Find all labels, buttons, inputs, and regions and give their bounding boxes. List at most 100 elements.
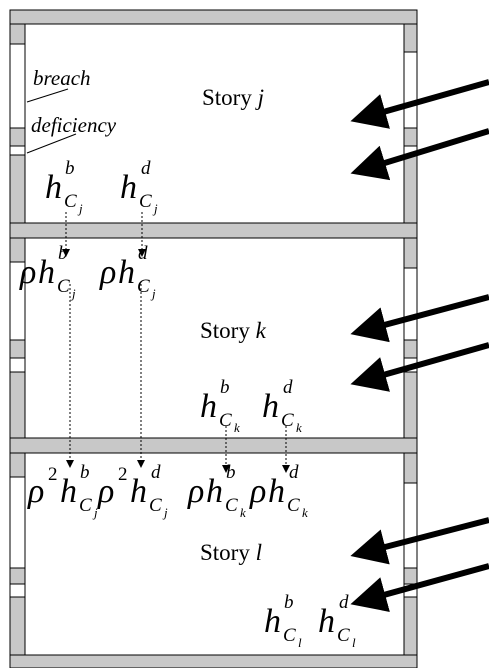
story-label-l: Story l [200,540,262,565]
svg-text:C: C [287,495,300,516]
svg-text:j: j [152,201,158,216]
svg-text:d: d [283,377,293,398]
floor-top [9,9,418,25]
svg-text:h: h [206,473,223,510]
left-wall-top [9,23,26,45]
svg-text:b: b [80,462,90,483]
h-d-Ck-label: h d C k [262,377,302,435]
svg-text:h: h [262,388,279,425]
breach-opening [9,261,26,341]
svg-text:k: k [240,505,246,520]
rho-h-b-Ck-label: ρ h b C k [187,462,246,520]
svg-text:b: b [65,158,75,179]
svg-text:h: h [45,169,62,206]
svg-text:ρ: ρ [249,473,266,510]
svg-text:j: j [92,505,98,520]
svg-text:C: C [337,625,350,646]
breach-opening [403,267,418,341]
svg-text:h: h [200,388,217,425]
svg-text:h: h [264,603,281,640]
deficiency-leader-line [26,133,77,154]
svg-text:ρ: ρ [19,254,36,291]
right-wall-segment [403,154,418,224]
left-wall-segment [9,452,26,478]
svg-text:j: j [77,201,83,216]
svg-text:d: d [141,158,151,179]
svg-text:l: l [298,635,302,650]
svg-text:ρ: ρ [99,254,116,291]
right-wall-segment [403,452,418,484]
svg-text:2: 2 [48,464,58,485]
svg-text:C: C [137,276,150,297]
rho-h-d-Ck-label: ρ h d C k [249,462,308,520]
right-wall-segment [403,127,418,147]
breach-opening [403,482,418,569]
right-wall-segment [403,339,418,359]
svg-text:j: j [162,505,168,520]
svg-text:2: 2 [118,464,128,485]
inflow-arrow [350,294,489,343]
breach-opening [403,51,418,129]
svg-text:j: j [70,286,76,301]
svg-text:h: h [130,473,147,510]
rho-h-b-Cj-label: ρ h b C j [19,243,76,301]
svg-text:ρ: ρ [27,473,44,510]
svg-text:d: d [138,243,148,264]
left-wall-segment [9,567,26,585]
breach-opening [9,43,26,129]
svg-text:C: C [149,495,162,516]
left-wall-segment [9,127,26,147]
left-wall-segment [9,596,26,656]
story-label-j: Story j [202,85,264,110]
inflow-arrow [350,128,489,181]
breach-opening [9,476,26,569]
h-d-Cl-label: h d C l [318,592,356,650]
svg-text:h: h [120,169,137,206]
svg-text:C: C [283,625,296,646]
svg-text:h: h [38,254,55,291]
svg-text:j: j [150,286,156,301]
deficiency-opening [9,583,26,598]
h-b-Cl-label: h b C l [264,592,302,650]
svg-text:b: b [220,377,230,398]
svg-text:h: h [60,473,77,510]
svg-text:k: k [296,420,302,435]
svg-text:b: b [284,592,294,613]
svg-text:h: h [268,473,285,510]
inflow-arrow [350,517,489,565]
deficiency-opening [9,145,26,156]
svg-text:h: h [118,254,135,291]
breach-leader-line [26,88,69,103]
deficiency-label: deficiency [31,113,117,137]
svg-text:ρ: ρ [97,473,114,510]
svg-text:ρ: ρ [187,473,204,510]
svg-text:k: k [234,420,240,435]
deficiency-opening [9,357,26,373]
floor-1 [9,222,418,239]
svg-text:l: l [352,635,356,650]
svg-text:C: C [57,276,70,297]
h-b-Ck-label: h b C k [200,377,240,435]
inflow-arrow [350,563,489,612]
svg-text:d: d [339,592,349,613]
right-wall-segment [403,23,418,53]
svg-text:C: C [219,410,232,431]
right-wall-segment [403,237,418,269]
floor-2 [9,437,418,454]
svg-text:b: b [58,243,68,264]
svg-text:d: d [151,462,161,483]
inflow-arrow [350,79,489,129]
svg-text:h: h [318,603,335,640]
breach-label: breach [33,66,91,90]
rho-h-d-Cj-label: ρ h d C j [99,243,156,301]
svg-text:b: b [226,462,236,483]
left-wall-segment [9,371,26,439]
h-b-Cj-label: h b C j [45,158,83,216]
rho2-h-d-Cj-label: ρ 2 h d C j [97,462,168,520]
svg-text:C: C [139,191,152,212]
floor-bottom [9,654,418,668]
svg-text:d: d [289,462,299,483]
svg-text:C: C [64,191,77,212]
svg-text:C: C [79,495,92,516]
